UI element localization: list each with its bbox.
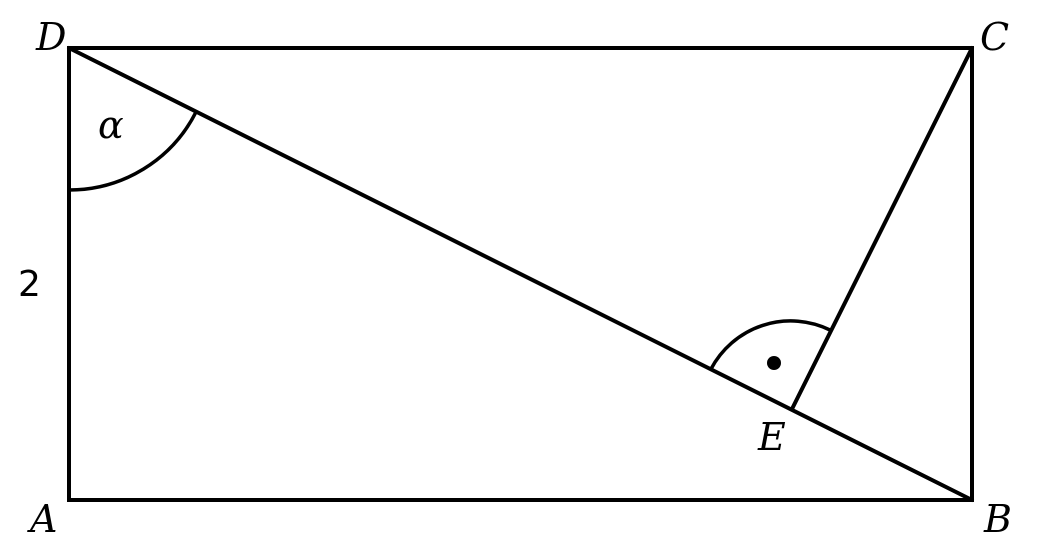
- angle-label-alpha: α: [98, 103, 124, 147]
- right-angle-arc-e: [709, 319, 831, 370]
- vertex-label-c: C: [980, 15, 1009, 59]
- vertex-label-b: B: [983, 497, 1012, 541]
- segment-ce: [790, 46, 974, 411]
- right-angle-dot: [767, 356, 781, 370]
- diagonal-db: [67, 46, 974, 502]
- angle-arc-alpha: [68, 111, 198, 192]
- side-length-label-ad: 2: [18, 264, 41, 305]
- vertex-label-a: A: [27, 497, 57, 541]
- vertex-label-e: E: [757, 415, 786, 459]
- vertex-label-d: D: [35, 15, 66, 59]
